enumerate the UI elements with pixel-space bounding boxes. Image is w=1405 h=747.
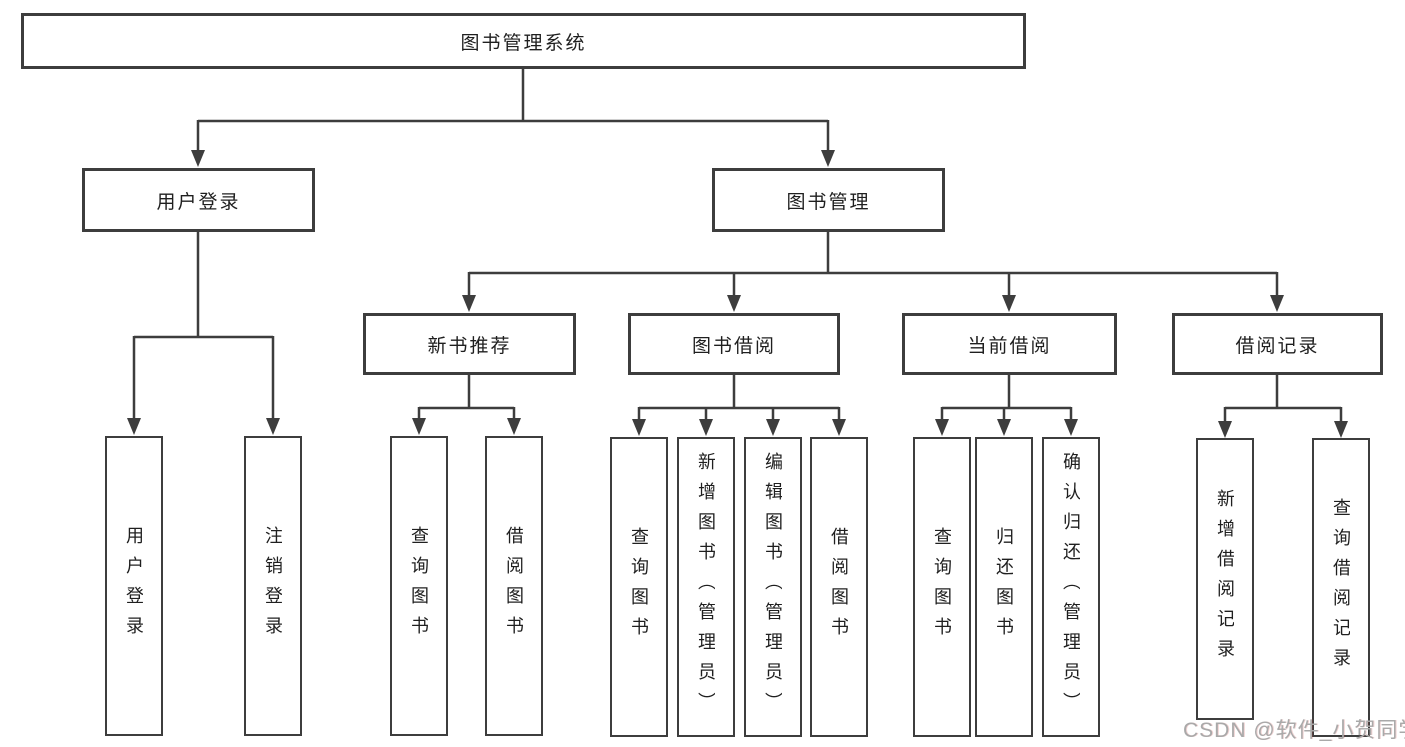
leaf-label: 查询图书: [410, 526, 428, 646]
node-label: 图书管理系统: [460, 32, 587, 54]
arrow-down-icon: [1064, 419, 1078, 436]
leaf-query-book-current: 查询图书: [913, 437, 971, 737]
leaf-user-login: 用户登录: [105, 436, 163, 736]
arrow-down-icon: [766, 419, 780, 436]
leaf-label: 借阅图书: [505, 526, 523, 646]
arrow-down-icon: [1002, 295, 1016, 312]
leaf-confirm-return-admin: 确认归还（管理员）: [1042, 437, 1100, 737]
leaf-label: 查询借阅记录: [1332, 497, 1350, 678]
arrow-down-icon: [266, 418, 280, 435]
node-label: 新书推荐: [427, 335, 512, 357]
arrow-down-icon: [1270, 295, 1284, 312]
leaf-label: 新增图书（管理员）: [697, 452, 715, 722]
leaf-edit-book-admin: 编辑图书（管理员）: [744, 437, 802, 737]
arrow-down-icon: [935, 419, 949, 436]
arrow-down-icon: [997, 419, 1011, 436]
node-label: 借阅记录: [1235, 335, 1320, 357]
arrow-down-icon: [1218, 421, 1232, 438]
node-book-management: 图书管理: [712, 168, 945, 232]
csdn-watermark: CSDN @软件_小贺同学: [1183, 719, 1405, 742]
arrow-down-icon: [832, 419, 846, 436]
leaf-label: 用户登录: [125, 526, 143, 646]
arrow-down-icon: [699, 419, 713, 436]
leaf-label: 确认归还（管理员）: [1062, 452, 1080, 722]
node-user-login: 用户登录: [82, 168, 315, 232]
node-label: 当前借阅: [967, 335, 1052, 357]
arrow-down-icon: [127, 418, 141, 435]
leaf-label: 借阅图书: [830, 527, 848, 647]
node-root-system: 图书管理系统: [21, 13, 1026, 69]
leaf-label: 查询图书: [630, 527, 648, 647]
node-book-borrow: 图书借阅: [628, 313, 840, 375]
leaf-logout: 注销登录: [244, 436, 302, 736]
arrow-down-icon: [821, 150, 835, 167]
arrow-down-icon: [727, 295, 741, 312]
leaf-query-book-newbooks: 查询图书: [390, 436, 448, 736]
leaf-label: 新增借阅记录: [1216, 489, 1234, 669]
leaf-query-borrow-record: 查询借阅记录: [1312, 438, 1370, 737]
arrow-down-icon: [462, 295, 476, 312]
node-new-book-recommend: 新书推荐: [363, 313, 576, 375]
arrow-down-icon: [412, 418, 426, 435]
leaf-return-book: 归还图书: [975, 437, 1033, 737]
connector-lines: [132, 69, 1343, 423]
arrowhead-icons: [127, 150, 1348, 438]
node-current-borrow: 当前借阅: [902, 313, 1117, 375]
leaf-label: 注销登录: [264, 526, 282, 646]
leaf-add-borrow-record: 新增借阅记录: [1196, 438, 1254, 720]
node-label: 图书借阅: [691, 335, 776, 357]
leaf-label: 归还图书: [995, 527, 1013, 647]
leaf-add-book-admin: 新增图书（管理员）: [677, 437, 735, 737]
arrow-down-icon: [1334, 421, 1348, 438]
node-label: 图书管理: [786, 191, 871, 213]
leaf-borrow-book-newbooks: 借阅图书: [485, 436, 543, 736]
leaf-label: 编辑图书（管理员）: [764, 452, 782, 722]
arrow-down-icon: [191, 150, 205, 167]
leaf-label: 查询图书: [933, 527, 951, 647]
leaf-borrow-book: 借阅图书: [810, 437, 868, 737]
arrow-down-icon: [507, 418, 521, 435]
node-borrow-record: 借阅记录: [1172, 313, 1383, 375]
leaf-query-book-borrow: 查询图书: [610, 437, 668, 737]
arrow-down-icon: [632, 419, 646, 436]
node-label: 用户登录: [156, 191, 241, 213]
